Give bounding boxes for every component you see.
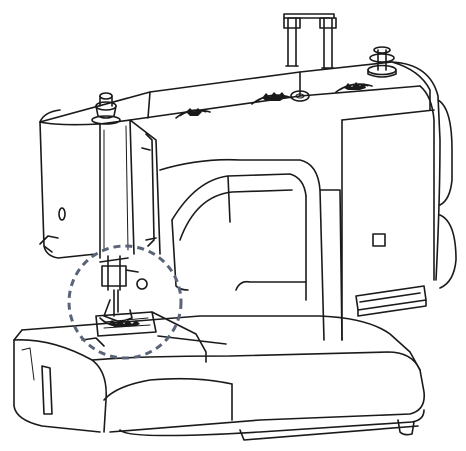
- reverse-lever: [355, 285, 427, 317]
- free-arm-base: [13, 339, 426, 441]
- dial-right-icon: [335, 82, 373, 93]
- sewing-bed: [13, 311, 421, 371]
- square-button-icon: [372, 233, 386, 247]
- highlight-circle: [67, 244, 183, 360]
- dial-center-icon: [251, 92, 293, 105]
- needle-assembly: [99, 255, 148, 327]
- bobbin-winder: [91, 92, 121, 125]
- front-head: [39, 119, 161, 259]
- machine-arm: [159, 158, 343, 341]
- dial-left-icon: [175, 108, 211, 119]
- dial-small-icon: [290, 90, 310, 102]
- spool-pin: [367, 46, 397, 78]
- needle-plate: [95, 311, 157, 337]
- carry-handle: [283, 13, 337, 69]
- column-body: [341, 109, 435, 341]
